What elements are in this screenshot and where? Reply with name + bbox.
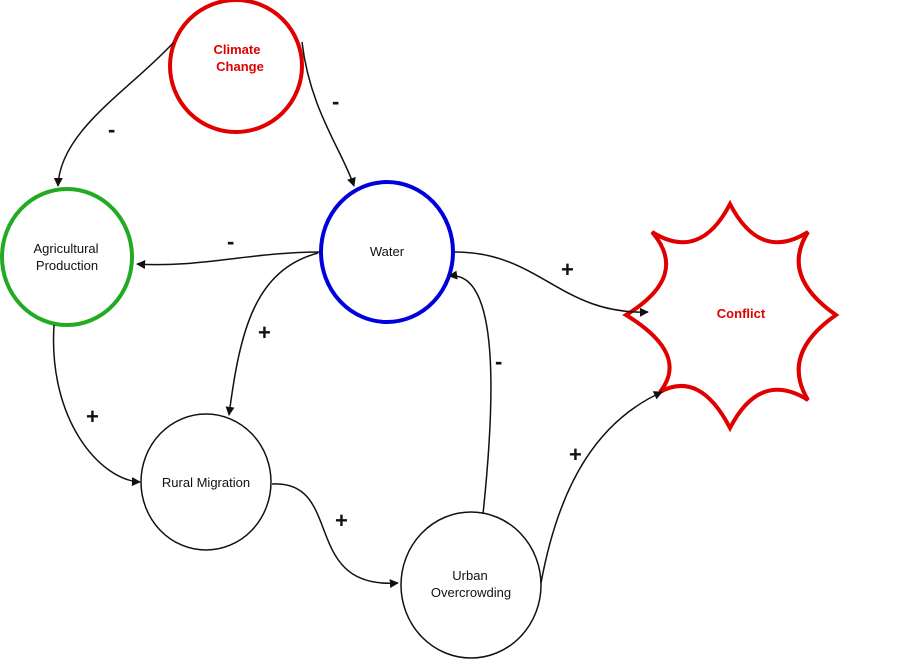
agricultural-production-circle: [0, 187, 134, 327]
node-water: Water: [319, 180, 455, 324]
water-label: Water: [370, 244, 405, 259]
rural-migration-circle: [140, 413, 272, 551]
sign-rural-migration-to-urban-overcrowding: +: [335, 508, 348, 533]
climate-change-label-line2: Change: [216, 59, 264, 74]
sign-urban-overcrowding-to-water: -: [495, 349, 502, 374]
edge-water-to-conflict: [454, 251, 649, 317]
sign-water-to-agricultural: -: [227, 229, 234, 254]
node-rural-migration: Rural Migration: [140, 413, 272, 551]
edge-rural-migration-to-urban-overcrowding: [271, 483, 399, 589]
climate-change-circle: [168, 0, 304, 134]
sign-climate-to-agricultural: -: [108, 117, 115, 142]
node-climate-change: Climate Change: [168, 0, 304, 134]
conflict-burst-shape: [622, 199, 840, 433]
climate-change-label-line1: Climate: [214, 42, 261, 57]
urban-overcrowding-label-line2: Overcrowding: [431, 585, 511, 600]
edge-urban-overcrowding-to-water: [448, 270, 492, 515]
conflict-label: Conflict: [717, 306, 766, 321]
edge-water-to-rural-migration: [225, 252, 319, 416]
node-agricultural-production: Agricultural Production: [0, 187, 134, 327]
edge-urban-overcrowding-to-conflict: [540, 391, 663, 584]
urban-overcrowding-label-line1: Urban: [452, 568, 487, 583]
agricultural-production-label-line1: Agricultural: [33, 241, 98, 256]
sign-water-to-conflict: +: [561, 257, 574, 282]
sign-agricultural-to-rural-migration: +: [86, 404, 99, 429]
sign-climate-to-water: -: [332, 89, 339, 114]
node-urban-overcrowding: Urban Overcrowding: [400, 511, 542, 659]
edge-climate-to-agricultural: [53, 41, 175, 187]
node-conflict: Conflict: [622, 199, 840, 433]
sign-water-to-rural-migration: +: [258, 320, 271, 345]
edge-climate-to-water: [301, 41, 356, 187]
sign-urban-overcrowding-to-conflict: +: [569, 442, 582, 467]
rural-migration-label: Rural Migration: [162, 475, 250, 490]
urban-overcrowding-circle: [400, 511, 542, 659]
edge-water-to-agricultural: [136, 251, 322, 270]
edge-agricultural-to-rural-migration: [52, 324, 141, 487]
agricultural-production-label-line2: Production: [36, 258, 98, 273]
